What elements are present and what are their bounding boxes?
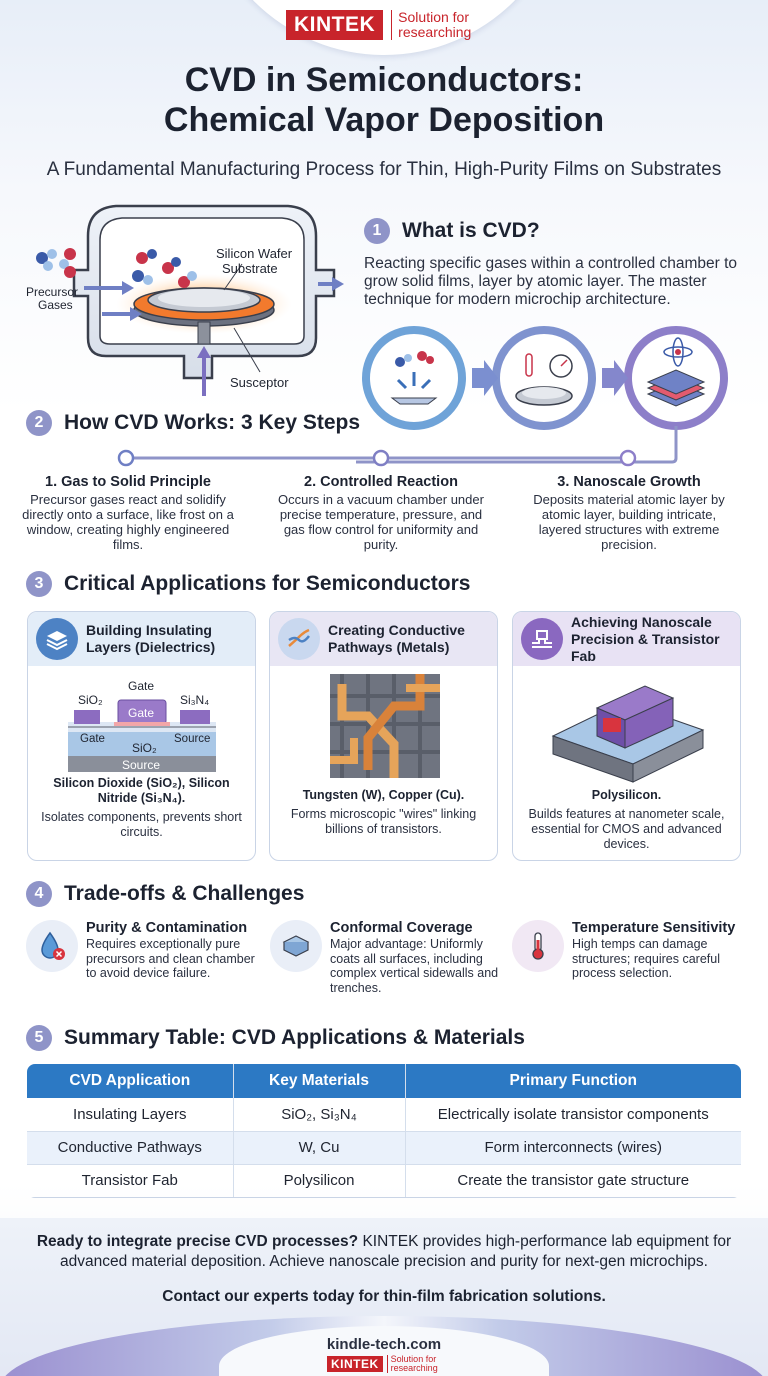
card-title: Building Insulating Layers (Dielectrics): [86, 622, 216, 655]
svg-text:SiO₂: SiO₂: [78, 693, 103, 707]
page-title: CVD in Semiconductors:Chemical Vapor Dep…: [163, 61, 605, 139]
table-header-row: CVD Application Key Materials Primary Fu…: [27, 1064, 741, 1098]
card-materials: Tungsten (W), Copper (Cu).: [302, 788, 465, 802]
svg-text:Gate: Gate: [128, 706, 154, 720]
section-title: Summary Table: CVD Applications & Materi…: [64, 1026, 525, 1049]
svg-text:Source: Source: [122, 758, 160, 772]
section-number: 1: [364, 218, 390, 244]
conformal-coating-icon: [270, 920, 322, 972]
svg-text:Gate: Gate: [128, 679, 154, 693]
column-header: Key Materials: [232, 1064, 405, 1098]
droplet-contamination-icon: [26, 920, 78, 972]
section-number: 3: [26, 571, 52, 597]
section-2-heading: 2 How CVD Works: 3 Key Steps: [26, 410, 360, 436]
card-description: Isolates components, prevents short circ…: [41, 810, 242, 839]
svg-text:Susceptor: Susceptor: [230, 375, 289, 390]
card-description: Forms microscopic "wires" linking billio…: [290, 807, 477, 836]
card-nanoscale-precision[interactable]: Achieving Nanoscale Precision & Transist…: [512, 611, 741, 861]
section-title: What is CVD?: [402, 219, 540, 242]
wires-icon: [278, 618, 320, 660]
section-1-heading: 1 What is CVD?: [364, 218, 540, 244]
cta-contact-link[interactable]: Contact our experts today for thin-film …: [162, 1288, 606, 1305]
svg-text:Gases: Gases: [38, 298, 73, 312]
column-header: CVD Application: [27, 1064, 233, 1098]
card-title: Creating Conductive Pathways (Metals): [328, 622, 465, 655]
svg-text:SiO₂: SiO₂: [132, 741, 157, 755]
section-title: Critical Applications for Semiconductors: [64, 572, 471, 595]
summary-table: CVD Application Key Materials Primary Fu…: [27, 1064, 741, 1198]
section-5-heading: 5 Summary Table: CVD Applications & Mate…: [26, 1025, 525, 1051]
cta-text: Ready to integrate precise CVD processes…: [36, 1233, 732, 1270]
card-materials: Polysilicon.: [591, 788, 662, 802]
svg-text:Substrate: Substrate: [222, 261, 278, 276]
what-is-cvd-text: Reacting specific gases within a control…: [364, 255, 738, 308]
section-title: Trade-offs & Challenges: [64, 882, 305, 905]
section-number: 4: [26, 881, 52, 907]
page-subtitle: A Fundamental Manufacturing Process for …: [46, 159, 722, 180]
column-header: Primary Function: [404, 1064, 741, 1098]
section-number: 2: [26, 410, 52, 436]
steps-timeline: [117, 449, 637, 467]
process-steps-graphic: [356, 326, 728, 464]
svg-text:Si₃N₄: Si₃N₄: [180, 693, 209, 707]
layers-icon: [36, 618, 78, 660]
svg-text:Source: Source: [174, 733, 210, 745]
website-url[interactable]: kindle-tech.com: [326, 1336, 442, 1353]
thermometer-icon: [512, 920, 564, 972]
section-number: 5: [26, 1025, 52, 1051]
cvd-chamber-diagram: Silicon Wafer Substrate Precursor Gases …: [26, 204, 344, 396]
svg-text:Silicon Wafer: Silicon Wafer: [216, 246, 293, 261]
svg-text:Precursor: Precursor: [26, 285, 78, 299]
card-conductive-pathways[interactable]: Creating Conductive Pathways (Metals) Tu…: [269, 611, 498, 861]
card-materials: Silicon Dioxide (SiO₂), Silicon Nitride …: [53, 776, 230, 805]
transistor-icon: [521, 618, 563, 660]
finfet-diagram: [551, 685, 705, 783]
card-title: Achieving Nanoscale Precision & Transist…: [571, 613, 720, 664]
section-4-heading: 4 Trade-offs & Challenges: [26, 881, 304, 907]
card-description: Builds features at nanometer scale, esse…: [528, 807, 725, 851]
section-3-heading: 3 Critical Applications for Semiconducto…: [26, 571, 470, 597]
section-title: How CVD Works: 3 Key Steps: [64, 411, 361, 434]
interconnect-diagram: [330, 674, 440, 778]
card-insulating-layers[interactable]: Building Insulating Layers (Dielectrics)…: [27, 611, 256, 861]
transistor-gate-diagram: SiO₂ Gate Si₃N₄ Gate Gate Source SiO₂ So…: [68, 679, 216, 772]
logo-wordmark: KINTEK: [286, 10, 384, 40]
svg-text:Gate: Gate: [80, 733, 105, 745]
